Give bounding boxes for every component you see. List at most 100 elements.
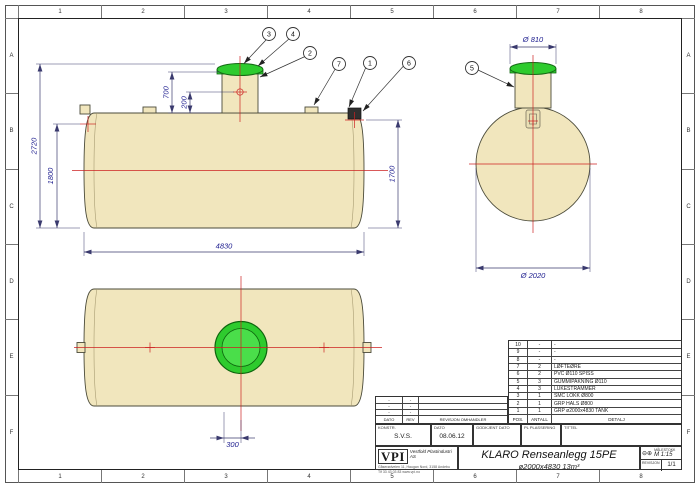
- page-number: 1/1: [661, 460, 681, 471]
- bom-row: 4 3 LUKESTRAMMER: [509, 384, 681, 393]
- end-view-centerlines: [469, 55, 597, 233]
- revision-desc: [418, 397, 507, 403]
- titleblock-tittel-cell: TITTEL: [561, 424, 682, 446]
- revision-header-rev: REV: [402, 416, 418, 423]
- dim-right-height: 1700: [388, 165, 397, 183]
- callout-balloon-4: [286, 27, 300, 41]
- bom-detail: SMC LOKK Ø800: [551, 393, 681, 400]
- drawing-title-cell: KLARO Renseanlegg 15PE ø2000x4830 13m³: [458, 446, 640, 471]
- scale-row: ⊖⊕ MÅLESTOKK M 1:15: [641, 447, 681, 460]
- titleblock-placement-cell: PL PLASSERING: [521, 424, 561, 446]
- end-view-dimensions: Ø 810 Ø 2020: [475, 35, 591, 280]
- zone-row-label: D: [682, 244, 695, 319]
- bom-row: 1 1 GRP ø2000x4830 TANK: [509, 406, 681, 414]
- zone-col-label: 4: [267, 470, 350, 483]
- bom-row: 9 - -: [509, 348, 681, 356]
- callout-balloon-1: [363, 56, 377, 70]
- scale-block: MÅLESTOKK M 1:15: [654, 448, 675, 459]
- zone-col-label: 7: [516, 5, 599, 18]
- revision-row: - -: [376, 397, 507, 403]
- zone-col-label: 8: [599, 5, 682, 18]
- dim-manhole-offset: 300: [226, 440, 239, 449]
- tank-side-view: [79, 63, 365, 229]
- dim-neck-200: 200: [180, 95, 189, 109]
- zone-col-label: 8: [599, 470, 682, 483]
- bom-detail: GRP ø2000x4830 TANK: [551, 407, 681, 414]
- placement-label: PL PLASSERING: [524, 425, 556, 430]
- revision-desc: [418, 410, 507, 415]
- bom-detail: -: [551, 349, 681, 356]
- company-address-line1: Gåserødveien 11, Haugan Nord, 3158 Andeb…: [378, 465, 450, 469]
- zone-col-label: 3: [184, 470, 267, 483]
- dim-length: 4830: [216, 242, 234, 251]
- bom-table: 10 - - 9 - - 8 - - 7 2 LØFTEØRE 6 2 PVC …: [508, 340, 682, 424]
- zone-row-label: E: [5, 319, 18, 394]
- titleblock-date-cell: DATO 08.06.12: [431, 424, 473, 446]
- revision-table: - - - - - - DATO REV REVISJON OMHANDLER: [375, 396, 508, 424]
- revision-header-date: DATO: [383, 417, 395, 422]
- revision-date: -: [388, 397, 390, 403]
- callout-balloon-2: [303, 46, 317, 60]
- konstr-value: S.V.S.: [394, 433, 412, 440]
- zone-col-label: 1: [18, 470, 101, 483]
- callout-balloon-3: [262, 27, 276, 41]
- dim-lid-dia: Ø 810: [522, 35, 544, 44]
- zone-col-label: 6: [433, 470, 516, 483]
- zone-col-label: 5: [350, 5, 433, 18]
- sheet-inner-frame: [18, 18, 682, 470]
- bom-pos: 4: [516, 385, 520, 392]
- bom-qty: 3: [527, 385, 551, 393]
- bom-qty: 3: [527, 378, 551, 385]
- zone-row-label: B: [682, 93, 695, 168]
- bom-pos: 6: [516, 371, 520, 378]
- bom-pos: 3: [516, 393, 520, 400]
- bom-header-qty: ANTALL: [527, 415, 551, 423]
- revision-date: -: [388, 410, 390, 415]
- side-view-centerlines: [72, 56, 388, 171]
- bom-pos: 7: [516, 364, 520, 371]
- zone-col-label: 2: [101, 5, 184, 18]
- callout-balloon-7: [332, 57, 346, 71]
- bom-detail: PVC Ø110 SPISS: [551, 371, 681, 378]
- callout-number-6: 6: [407, 61, 411, 68]
- titleblock-konstr-cell: KONSTR. S.V.S.: [375, 424, 431, 446]
- dim-overall-height: 2720: [30, 137, 39, 156]
- bom-qty: 1: [527, 400, 551, 407]
- bom-detail: -: [551, 341, 681, 349]
- revision-row: - -: [376, 409, 507, 415]
- bom-row: 10 - -: [509, 341, 681, 349]
- revision-rev: -: [402, 410, 418, 415]
- scale-value: M 1:15: [654, 451, 673, 458]
- dim-height-1800: 1800: [46, 167, 55, 185]
- top-view-centerlines: [74, 276, 382, 431]
- bom-row: 6 2 PVC Ø110 SPISS: [509, 370, 681, 378]
- bom-qty: 2: [527, 363, 551, 371]
- zone-row-label: C: [5, 168, 18, 244]
- zone-col-label: 2: [101, 470, 184, 483]
- callout-number-5: 5: [470, 66, 474, 73]
- company-name: Vestfold Plastindustri AS: [409, 449, 452, 459]
- company-address-line2: Tlf 33 43 03 83 www.vpi.no: [378, 470, 421, 474]
- side-view-dimensions: 2720 1800 700 200 1700 4830: [30, 63, 402, 256]
- zone-row-label: F: [5, 394, 18, 470]
- lifting-eye-2: [304, 106, 319, 114]
- bom-row: 7 2 LØFTEØRE: [509, 362, 681, 371]
- bom-detail: LØFTEØRE: [551, 363, 681, 371]
- bom-pos: 10: [515, 341, 521, 348]
- drawing-title: KLARO Renseanlegg 15PE: [481, 449, 617, 461]
- scale-label: MÅLESTOKK: [654, 447, 676, 452]
- bom-pos: 5: [516, 378, 520, 385]
- drawing-subtitle: ø2000x4830 13m³: [518, 462, 580, 471]
- bom-pos: 2: [516, 400, 520, 407]
- revision-rev: -: [402, 404, 418, 409]
- callout-number-1: 1: [368, 61, 372, 68]
- date-label: DATO: [434, 425, 445, 430]
- approved-label: GODKJENT DATO: [476, 425, 510, 430]
- revision-rev: -: [402, 397, 418, 403]
- bom-detail: -: [551, 356, 681, 363]
- zone-col-label: 1: [18, 5, 101, 18]
- zone-row-label: E: [682, 319, 695, 394]
- callout-balloons: 3 4 2 7 1 6 5: [243, 27, 515, 112]
- callout-number-7: 7: [337, 62, 341, 69]
